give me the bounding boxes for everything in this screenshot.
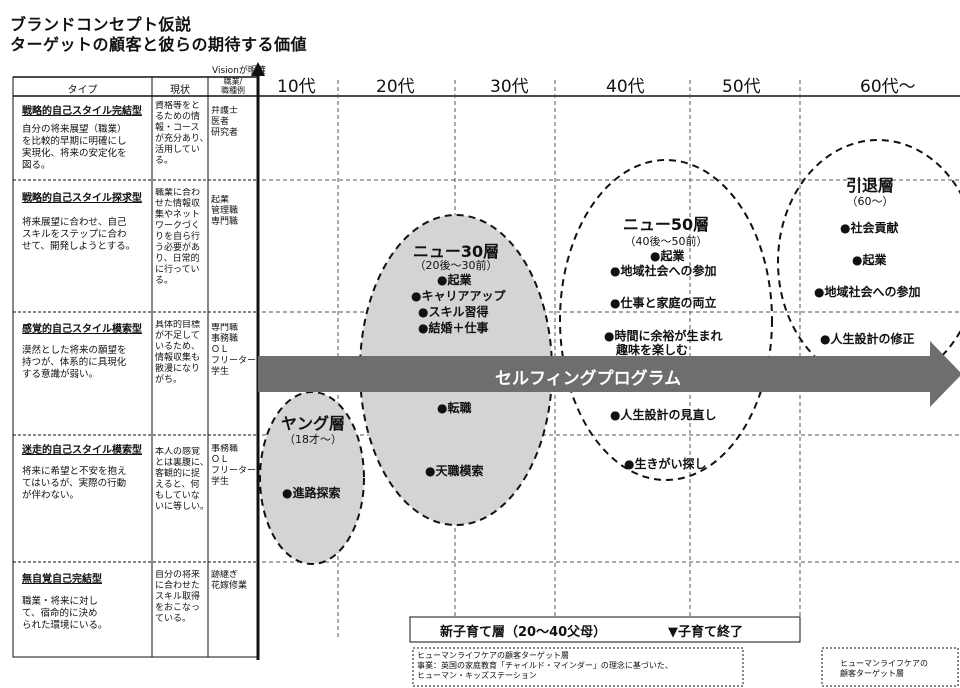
row-type-desc: 将来に希望と不安を抱え てはいるが、実際の行動 が伴わない。	[22, 466, 127, 501]
new30-layer-title: ニュー30層	[412, 242, 500, 261]
new30-item: ●転職	[437, 401, 472, 415]
new50-layer-sub: （40後〜50前）	[624, 235, 708, 248]
row-occupation: 弁護士 医者 研究者	[211, 106, 239, 138]
age-label-10s: 10代	[277, 77, 316, 97]
new50-item: ●仕事と家庭の両立	[610, 296, 717, 310]
retired-layer-title: 引退層	[845, 176, 894, 195]
row-type-name: 無自覚自己完結型	[22, 574, 102, 585]
row-current: 職業に合わ せた情報収 集やネット ワークづく りを自ら行 う必要があ り、日常…	[155, 188, 201, 286]
child-rearing-right: ▼子育て終了	[668, 625, 743, 640]
vision-axis-arrowhead	[251, 62, 265, 76]
age-label-50s: 50代	[722, 77, 761, 97]
note-box-left	[412, 647, 744, 687]
header-occupation: 職業/ 職種例	[221, 77, 245, 95]
retired-layer-sub: （60〜）	[846, 195, 894, 208]
new30-item: ●天職模索	[425, 464, 484, 478]
row-type-name: 戦略的自己スタイル完結型	[22, 106, 142, 117]
selfing-program-label: セルフィングプログラム	[495, 369, 682, 389]
grid-rows	[262, 179, 960, 563]
age-label-60s: 60代〜	[860, 77, 916, 97]
new30-item: ●キャリアアップ	[411, 289, 506, 303]
row-current: 自分の将来 に合わせた スキル取得 をおこなっ ている。	[155, 570, 201, 624]
row-current: 本人の感覚 とは裏腹に、 客観的に捉 えると、何 もしていな いに等しい。	[155, 447, 209, 512]
retired-item: ●起業	[852, 253, 887, 267]
note-left: ヒューマンライフケアの顧客ターゲット層 事業：英国の家庭教育「チャイルド・マイン…	[417, 651, 673, 680]
row-type-desc: 将来展望に合わせ、自己 スキルをステップに合わ せて、開発しようとする。	[22, 217, 136, 252]
row-type-name: 戦略的自己スタイル探求型	[22, 193, 142, 204]
new50-item: ●時間に余裕が生まれ 趣味を楽しむ	[604, 329, 723, 357]
retired-item: ●地域社会への参加	[814, 285, 921, 299]
row-type-desc: 漠然とした将来の願望を 持つが、体系的に具現化 する意識が弱い。	[22, 345, 127, 380]
new50-layer-ellipse	[559, 159, 773, 481]
new50-item: ●起業	[650, 249, 685, 263]
child-rearing-left: 新子育て層（20〜40父母）	[440, 625, 607, 640]
young-layer-title: ヤング層	[280, 414, 345, 433]
title-line2: ターゲットの顧客と彼らの期待する価値	[10, 35, 308, 54]
child-rearing-box	[409, 616, 801, 643]
vision-label: Visionが明確	[212, 66, 266, 76]
young-item: ●進路探索	[282, 486, 341, 500]
row-current: 具体的目標 が不足して いるため、 情報収集も 散漫になり がち。	[155, 320, 201, 385]
selfing-program-arrow	[258, 341, 960, 407]
header-current: 現状	[170, 85, 190, 96]
note-box-right	[821, 647, 959, 687]
row-type-name: 感覚的自己スタイル模索型	[22, 324, 142, 335]
new30-item: ●スキル習得	[418, 305, 489, 319]
row-type-name: 迷走的自己スタイル模索型	[22, 445, 142, 456]
row-type-desc: 自分の将来展望（職業） を比較的早期に明確にし 実現化、将来の安定化を 図る。	[22, 124, 127, 171]
new50-layer-title: ニュー50層	[622, 215, 710, 234]
row-occupation: 事務職 ＯＬ フリーター 学生	[211, 444, 257, 487]
new50-item: ●生きがい探し	[624, 457, 707, 471]
note-right: ヒューマンライフケアの 顧客ターゲット層	[840, 659, 928, 678]
header-type: タイプ	[67, 85, 98, 96]
new30-item: ●起業	[437, 273, 472, 287]
new30-layer-sub: （20後〜30前）	[414, 259, 498, 272]
row-type-desc: 職業・将来に対し て、宿命的に決め られた環境にいる。	[22, 596, 108, 631]
row-occupation: 専門職 事務職 ＯＬ フリーター 学生	[211, 323, 257, 377]
age-label-30s: 30代	[490, 77, 529, 97]
age-label-40s: 40代	[606, 77, 645, 97]
row-occupation: 起業 管理職 専門職	[211, 195, 239, 227]
new30-item: ●結婚＋仕事	[418, 321, 489, 335]
retired-item: ●社会貢献	[840, 221, 899, 235]
age-label-20s: 20代	[376, 77, 415, 97]
row-occupation: 跡継ぎ 花嫁修業	[211, 570, 248, 591]
row-current: 資格等をと るための情 報・コース が充分あり、 活用してい る。	[155, 101, 209, 166]
retired-item: ●人生設計の修正	[820, 332, 915, 346]
title-line1: ブランドコンセプト仮説	[10, 15, 192, 34]
new50-item: ●地域社会への参加	[610, 264, 717, 278]
young-layer-sub: （18才〜）	[284, 433, 342, 446]
new50-item: ●人生設計の見直し	[610, 408, 717, 422]
